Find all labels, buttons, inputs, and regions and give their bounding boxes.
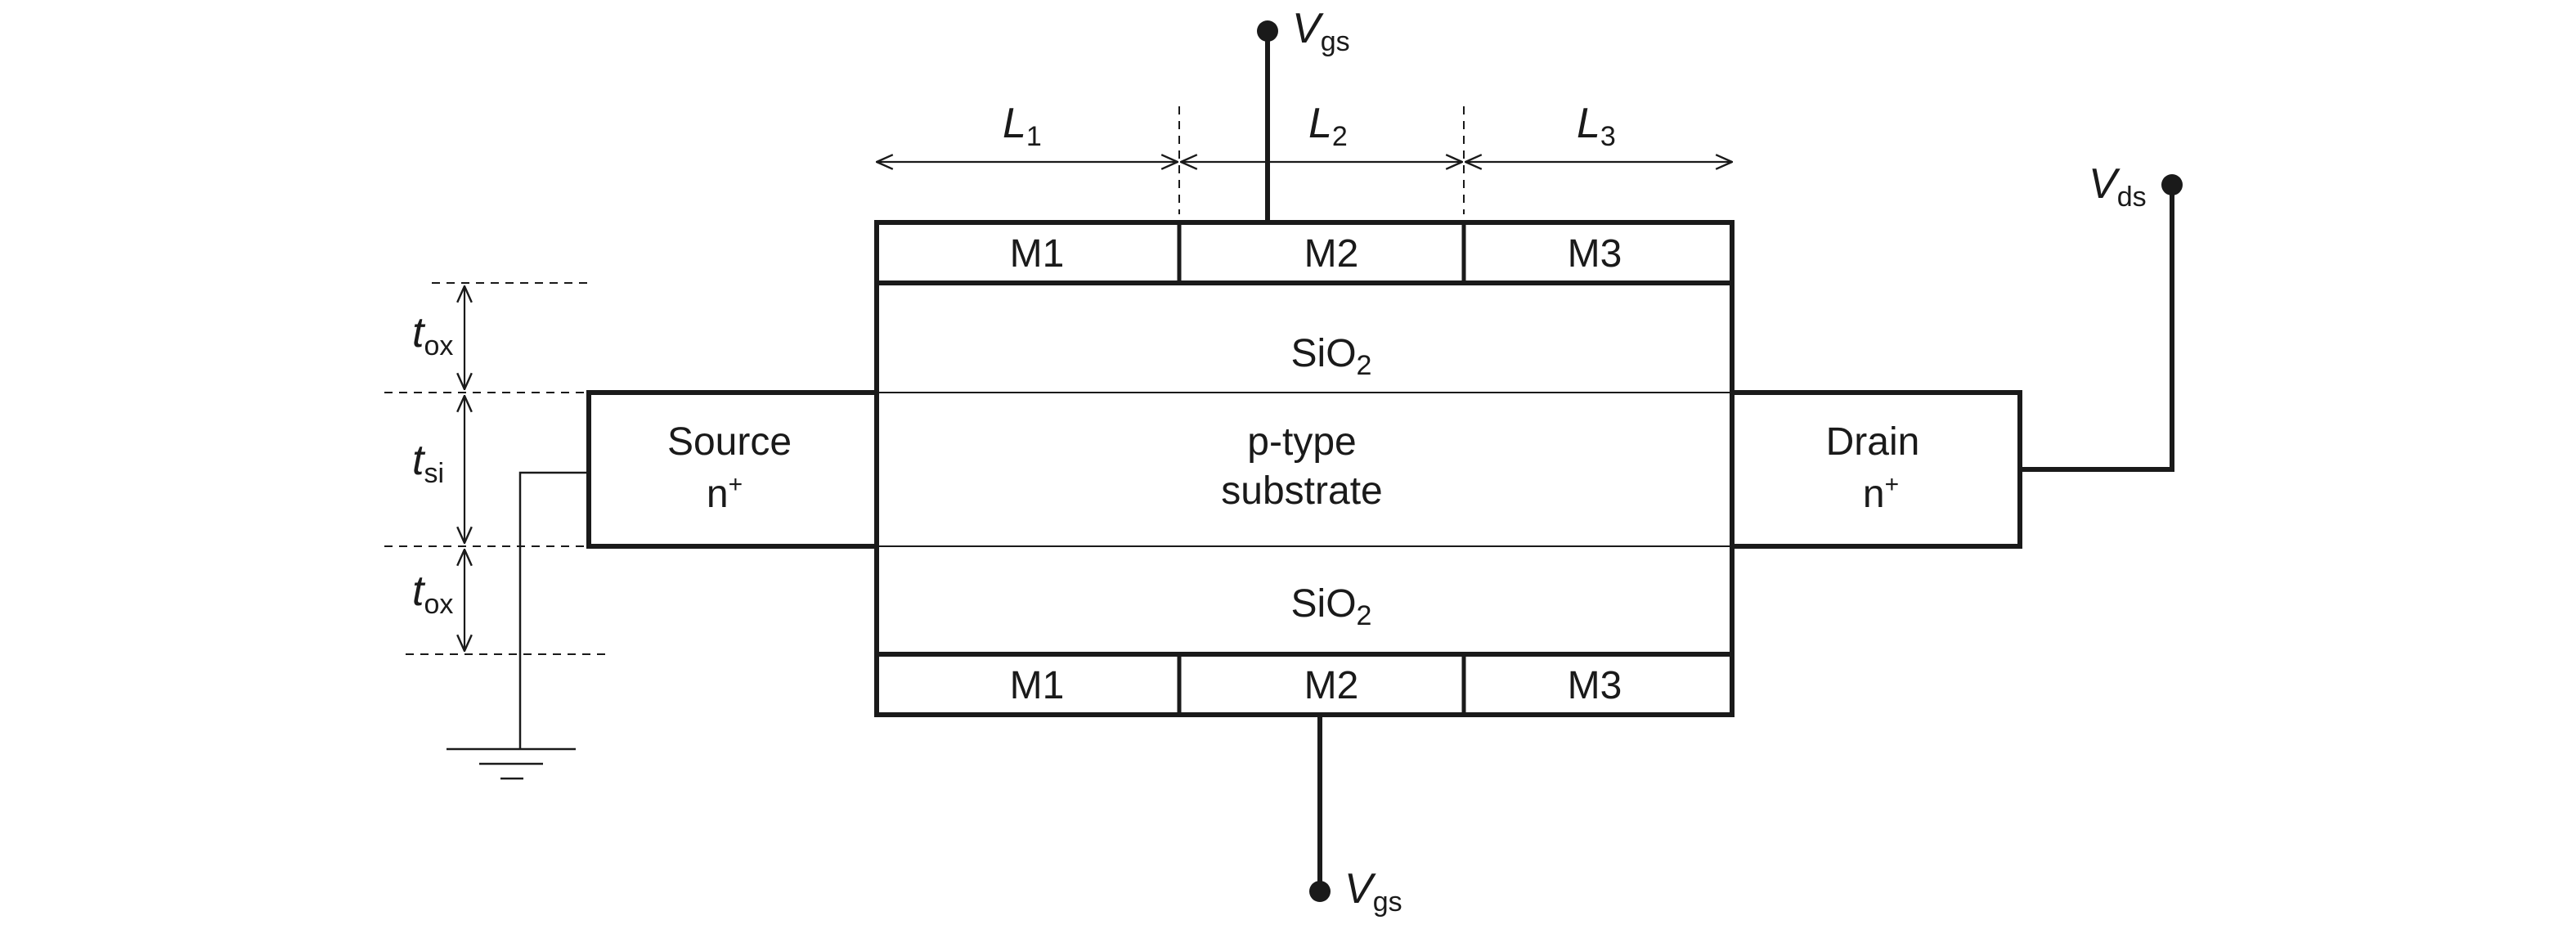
top-oxide-thickness-label: tox: [412, 309, 453, 361]
source-doping-superscript: +: [729, 471, 743, 498]
bottom-gate-terminal-symbol: V: [1344, 865, 1376, 913]
source-doping: n+: [707, 471, 743, 516]
bottom-gate-terminal-label: Vgs: [1344, 865, 1402, 918]
l2-symbol: L: [1308, 100, 1332, 147]
drain-doping-type: n: [1863, 473, 1885, 516]
ground-icon: [447, 747, 576, 780]
top-gate-m3: M3: [1568, 232, 1622, 276]
bottom-oxide-subscript: 2: [1357, 600, 1372, 631]
source-region: Source n+: [586, 390, 879, 549]
top-oxide-thickness-symbol: t: [412, 309, 426, 357]
l3-label: L3: [1577, 100, 1616, 152]
top-oxide-text: SiO: [1291, 332, 1357, 375]
top-gate-terminal-subscript: gs: [1321, 26, 1350, 57]
top-gate-terminal-dot: [1257, 20, 1278, 42]
ground-connection: [447, 471, 589, 780]
drain-terminal-label: Vds: [2089, 160, 2147, 213]
drain-doping-superscript: +: [1885, 471, 1900, 498]
bottom-oxide-thickness-subscript: ox: [424, 589, 453, 620]
channel-label-line1: p-type: [1247, 420, 1356, 464]
drain-lead: [2020, 185, 2174, 472]
bottom-gate-m3: M3: [1568, 664, 1622, 707]
drain-box: [1730, 390, 2022, 549]
bottom-gate-m2: M2: [1304, 664, 1359, 707]
top-gate-terminal-symbol: V: [1292, 5, 1324, 52]
top-gate-metals: M1 M2 M3: [874, 220, 1735, 285]
top-oxide-subscript: 2: [1357, 350, 1372, 381]
bottom-gate-m1: M1: [1010, 664, 1065, 707]
bottom-oxide-thickness-label: tox: [412, 568, 453, 620]
source-ground-wire: [518, 471, 589, 749]
silicon-thickness-symbol: t: [412, 437, 426, 484]
bottom-gate-terminal: Vgs: [1309, 715, 1402, 918]
top-gate-outline: [874, 220, 1735, 285]
l1-subscript: 1: [1026, 121, 1042, 152]
silicon-thickness-label: tsi: [412, 437, 444, 489]
l1-label: L1: [1003, 100, 1042, 152]
l2-label: L2: [1308, 100, 1348, 152]
bottom-gate-outline: [874, 652, 1735, 717]
bottom-oxide-text: SiO: [1291, 582, 1357, 626]
channel-label-line2: substrate: [1221, 469, 1382, 513]
l3-symbol: L: [1577, 100, 1600, 147]
top-gate-m2: M2: [1304, 232, 1359, 276]
drain-terminal-subscript: ds: [2117, 182, 2147, 213]
gate-length-dimensions: L1 L2 L3: [877, 100, 1732, 214]
top-oxide-thickness-subscript: ox: [424, 330, 453, 361]
device-stack: SiO2 p-type substrate SiO2: [874, 283, 1735, 654]
source-box: [586, 390, 879, 549]
silicon-thickness-subscript: si: [424, 458, 444, 489]
l2-subscript: 2: [1332, 121, 1348, 152]
bottom-oxide-label: SiO2: [1291, 582, 1372, 631]
drain-terminal-dot: [2161, 174, 2183, 195]
bottom-gate-terminal-dot: [1309, 881, 1331, 902]
l3-subscript: 3: [1600, 121, 1616, 152]
drain-doping: n+: [1863, 471, 1899, 516]
l1-symbol: L: [1003, 100, 1026, 147]
thickness-dimensions: tox tsi tox: [384, 282, 612, 655]
top-gate-terminal-label: Vgs: [1292, 5, 1350, 57]
drain-region: Drain n+: [1730, 390, 2022, 549]
source-doping-type: n: [707, 473, 729, 516]
bottom-oxide-thickness-symbol: t: [412, 568, 426, 615]
top-gate-m1: M1: [1010, 232, 1065, 276]
top-oxide-label: SiO2: [1291, 332, 1372, 381]
top-gate-terminal: Vgs: [1257, 5, 1350, 222]
bottom-gate-metals: M1 M2 M3: [874, 652, 1735, 717]
bottom-gate-terminal-subscript: gs: [1373, 886, 1402, 918]
source-label: Source: [667, 420, 792, 464]
drain-terminal-symbol: V: [2089, 160, 2120, 208]
drain-terminal: Vds: [2020, 160, 2183, 472]
drain-label: Drain: [1826, 420, 1920, 464]
